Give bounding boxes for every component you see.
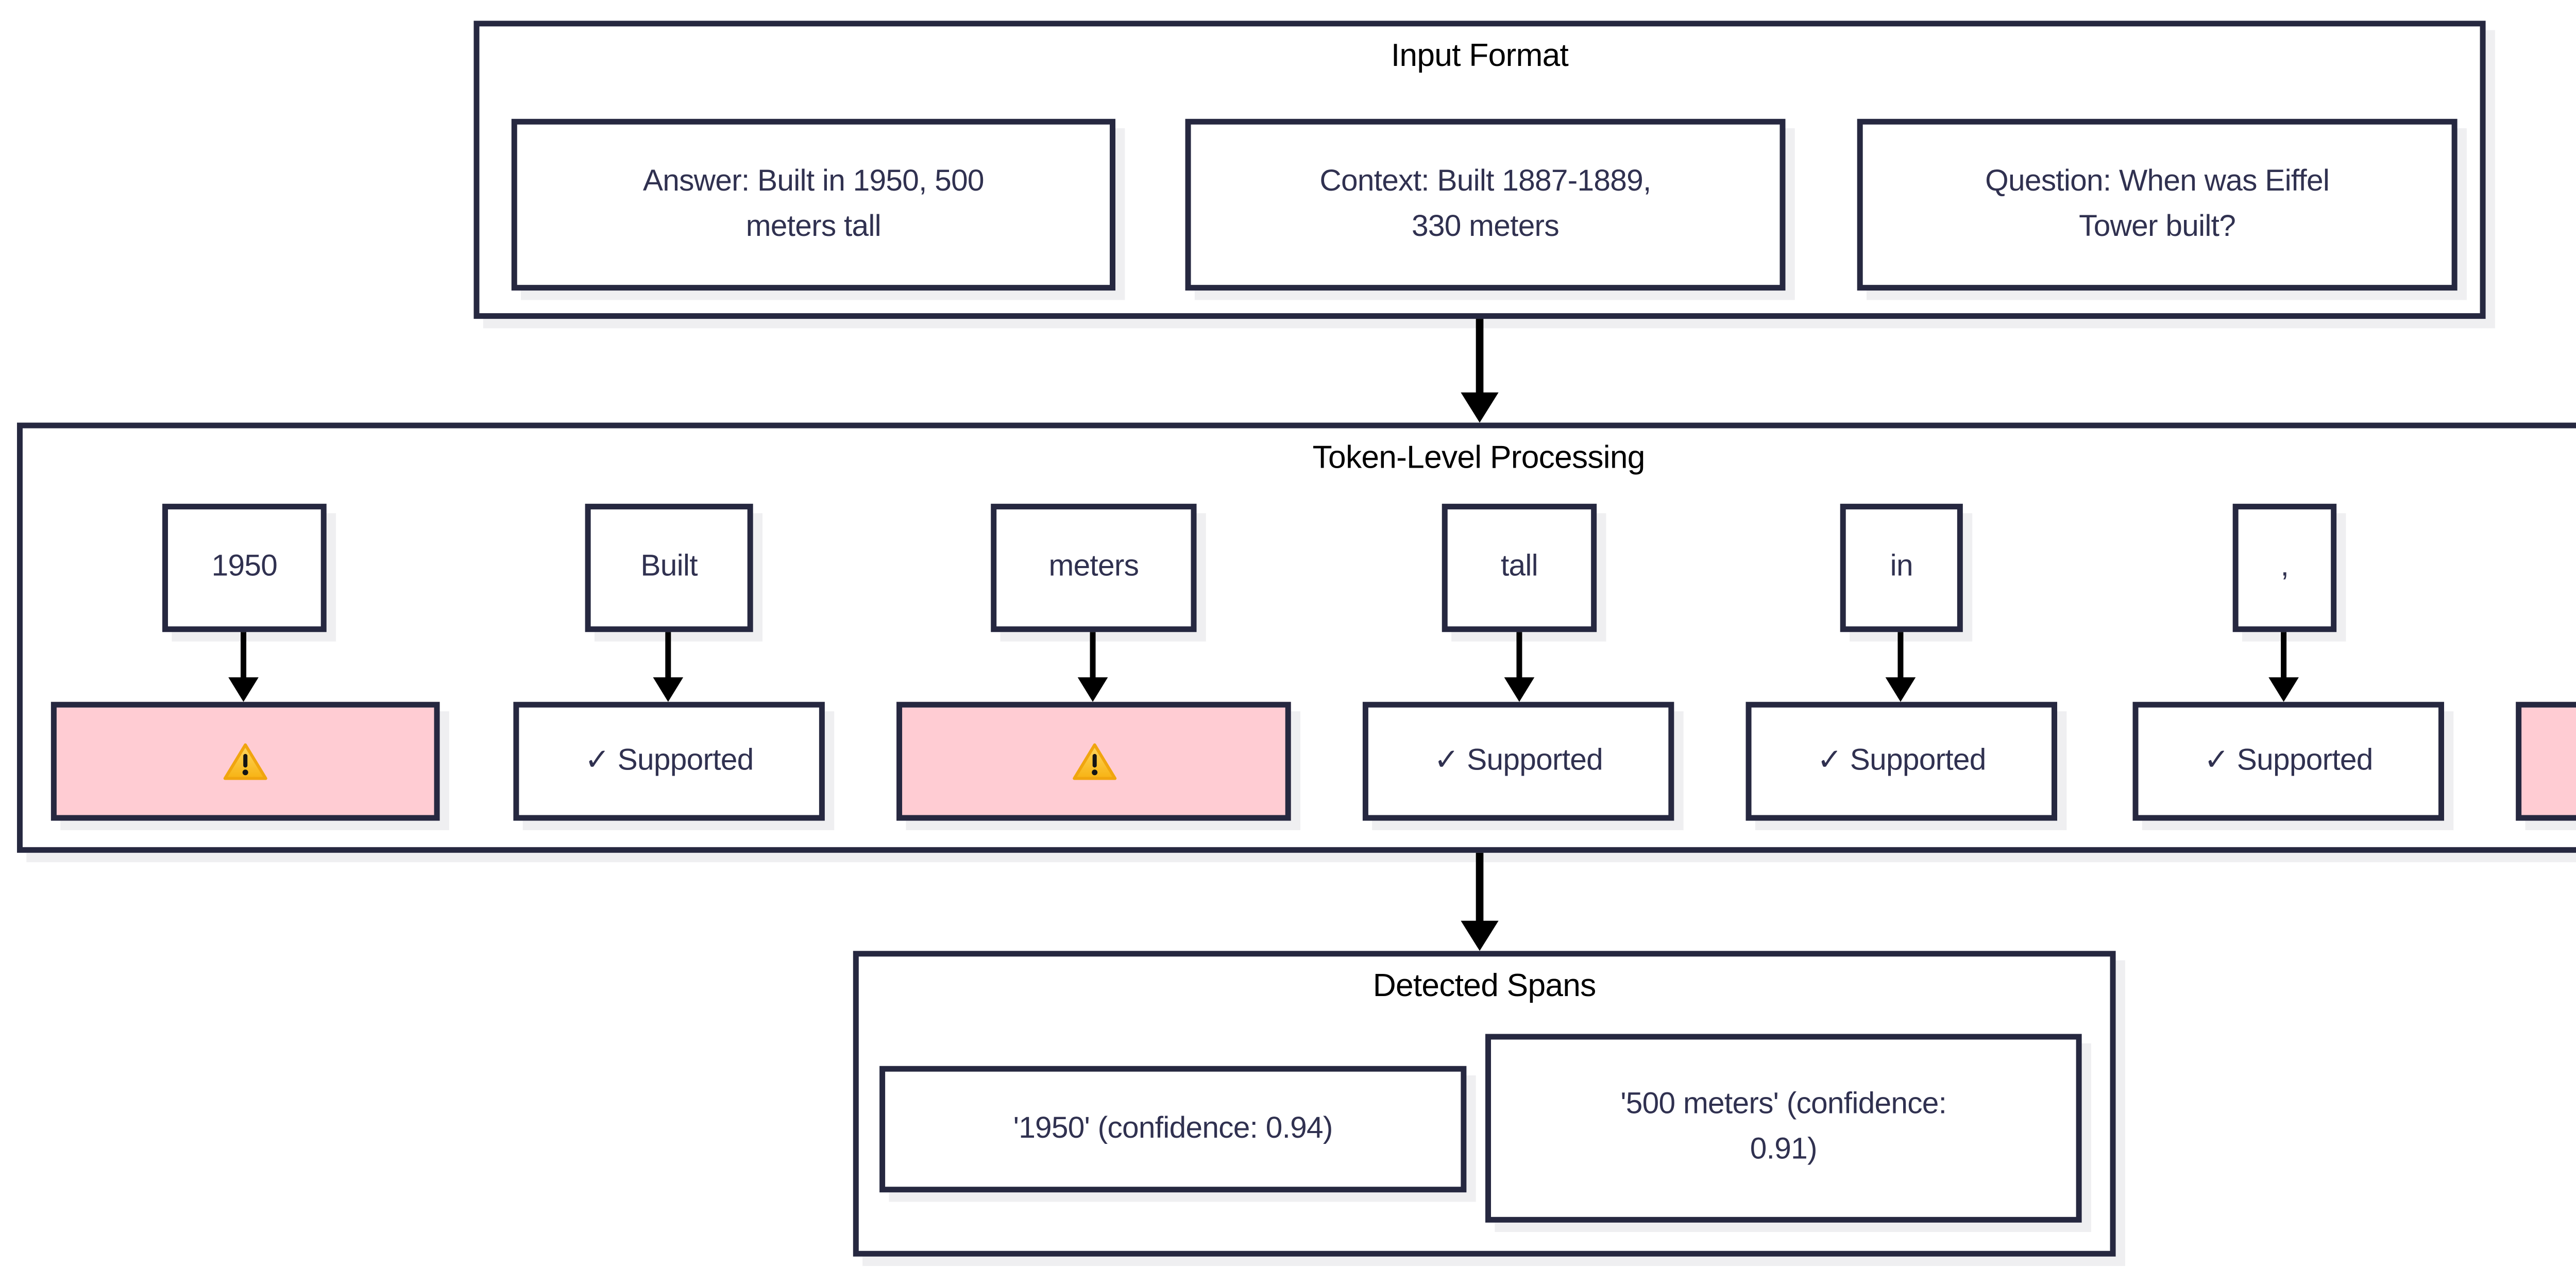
arrow-head-icon bbox=[2268, 677, 2299, 702]
token-arrow-1950 bbox=[228, 632, 259, 702]
token-processing-section: Token-Level Processing 1950 Built meters… bbox=[16, 422, 2576, 853]
detected-spans-section: Detected Spans '1950' (confidence: 0.94)… bbox=[853, 951, 2116, 1257]
token-arrow-built bbox=[653, 632, 684, 702]
result-box-supported-built: ✓ Supported bbox=[513, 701, 825, 821]
result-box-supported-in: ✓ Supported bbox=[1745, 701, 2057, 821]
input-format-section: Input Format Answer: Built in 1950, 500 … bbox=[473, 21, 2486, 319]
warning-icon bbox=[1072, 743, 1116, 780]
token-box-1950: 1950 bbox=[162, 504, 327, 632]
arrow-head-icon bbox=[1504, 677, 1535, 702]
token-box-in: in bbox=[1840, 504, 1963, 632]
token-box-comma: , bbox=[2232, 504, 2337, 632]
token-box-tall: tall bbox=[1442, 504, 1597, 632]
token-arrow-tall bbox=[1504, 632, 1535, 702]
result-box-warning-500 bbox=[2516, 701, 2576, 821]
token-arrow-meters bbox=[1077, 632, 1108, 702]
flow-arrow-input-to-tokens bbox=[1461, 319, 1499, 423]
result-box-supported-comma: ✓ Supported bbox=[2132, 701, 2444, 821]
arrow-shaft bbox=[2281, 632, 2287, 681]
span-box-500-meters: '500 meters' (confidence: 0.91) bbox=[1485, 1034, 2082, 1223]
arrow-head-icon bbox=[1077, 677, 1108, 702]
warning-icon bbox=[223, 743, 267, 780]
arrow-shaft bbox=[1090, 632, 1096, 681]
token-box-built: Built bbox=[585, 504, 753, 632]
arrow-head-icon bbox=[1885, 677, 1916, 702]
answer-box: Answer: Built in 1950, 500 meters tall bbox=[511, 118, 1116, 291]
result-box-warning-meters bbox=[896, 701, 1291, 821]
span-box-1950: '1950' (confidence: 0.94) bbox=[879, 1066, 1467, 1193]
arrow-head-icon bbox=[228, 677, 259, 702]
token-box-meters: meters bbox=[991, 504, 1197, 632]
arrow-shaft bbox=[665, 632, 671, 681]
token-arrow-in bbox=[1885, 632, 1916, 702]
arrow-head-icon bbox=[653, 677, 684, 702]
arrow-shaft bbox=[1897, 632, 1904, 681]
question-box: Question: When was Eiffel Tower built? bbox=[1857, 118, 2458, 291]
arrow-shaft bbox=[1476, 852, 1484, 925]
arrow-shaft bbox=[1516, 632, 1522, 681]
arrow-shaft bbox=[241, 632, 247, 681]
context-box: Context: Built 1887-1889, 330 meters bbox=[1185, 118, 1786, 291]
detected-spans-title: Detected Spans bbox=[1372, 968, 1597, 1004]
token-arrow-comma bbox=[2268, 632, 2299, 702]
input-format-title: Input Format bbox=[1391, 38, 1569, 74]
result-box-supported-tall: ✓ Supported bbox=[1362, 701, 1674, 821]
arrow-shaft bbox=[1476, 319, 1484, 397]
token-processing-title: Token-Level Processing bbox=[1312, 439, 1646, 476]
flow-arrow-tokens-to-spans bbox=[1461, 852, 1499, 951]
arrow-head-icon bbox=[1461, 920, 1499, 951]
result-box-warning-1950 bbox=[50, 701, 440, 821]
arrow-head-icon bbox=[1461, 392, 1499, 423]
